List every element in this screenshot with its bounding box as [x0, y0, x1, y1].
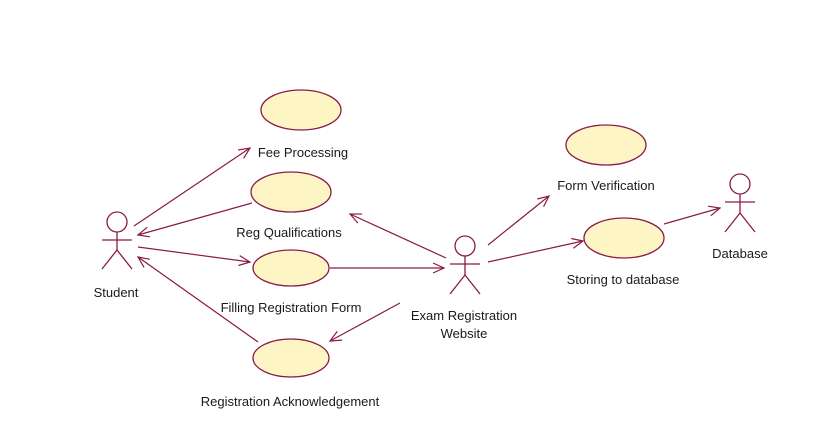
- arrow-reg-qualifications-to-student: [136, 202, 253, 238]
- use-case-acknowledgement[interactable]: [252, 338, 330, 378]
- use-case-filling-form[interactable]: [252, 249, 330, 287]
- arrow-website-to-form-verification: [487, 195, 551, 246]
- label-storing: Storing to database: [567, 272, 680, 287]
- actor-student[interactable]: [101, 211, 133, 270]
- arrow-website-to-reg-qualifications: [348, 213, 447, 259]
- label-fee-processing: Fee Processing: [258, 145, 348, 160]
- arrow-website-to-acknowledgement: [328, 302, 401, 342]
- label-form-verification: Form Verification: [557, 178, 655, 193]
- arrow-student-to-fee-processing: [133, 147, 252, 227]
- use-case-fee-processing[interactable]: [260, 89, 342, 131]
- label-website-line2: Website: [441, 326, 488, 341]
- use-case-storing[interactable]: [583, 217, 665, 259]
- label-student: Student: [94, 285, 139, 300]
- label-website-line1: Exam Registration: [411, 308, 517, 323]
- arrow-acknowledgement-to-student: [136, 256, 259, 343]
- label-filling-form: Filling Registration Form: [221, 300, 362, 315]
- use-case-reg-qualifications[interactable]: [250, 171, 332, 213]
- label-reg-qualifications: Reg Qualifications: [236, 225, 342, 240]
- label-database: Database: [712, 246, 768, 261]
- actor-database[interactable]: [724, 173, 756, 233]
- arrow-storing-to-database: [663, 205, 722, 225]
- label-acknowledgement: Registration Acknowledgement: [201, 394, 380, 409]
- arrow-student-to-filling-form: [137, 246, 252, 267]
- arrow-website-to-storing: [487, 237, 585, 263]
- actor-exam-registration-website[interactable]: [449, 235, 481, 295]
- use-case-form-verification[interactable]: [565, 124, 647, 166]
